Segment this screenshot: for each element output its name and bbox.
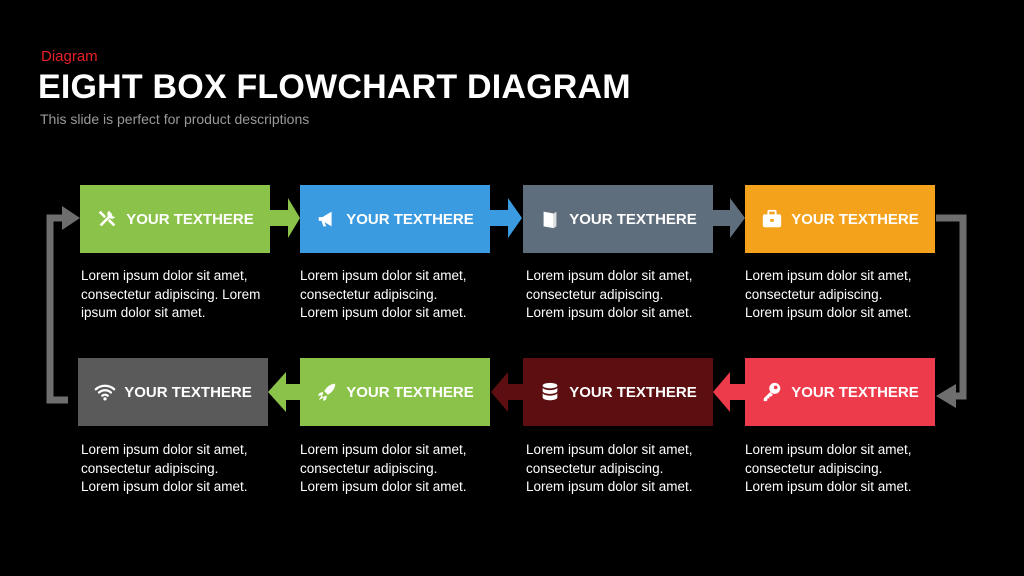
- flow-box-8-label: YOUR TEXTHERE: [124, 383, 252, 401]
- slide-category-tag: Diagram: [41, 48, 98, 65]
- arrow-box6-to-box7: [491, 372, 523, 412]
- flow-box-6-description: Lorem ipsum dolor sit amet, consectetur …: [526, 442, 693, 494]
- rocket-icon: [316, 381, 338, 403]
- flow-box-3-description: Lorem ipsum dolor sit amet, consectetur …: [526, 268, 693, 320]
- flow-box-6[interactable]: YOUR TEXTHERE: [523, 358, 713, 426]
- database-icon: [539, 381, 561, 403]
- loop-arrowhead-right: [936, 384, 956, 408]
- wifi-icon: [94, 381, 116, 403]
- flow-box-4[interactable]: YOUR TEXTHERE: [745, 185, 935, 253]
- arrow-box2-to-box3: [490, 198, 522, 238]
- key-icon: [761, 381, 783, 403]
- flow-box-4-label: YOUR TEXTHERE: [791, 210, 919, 228]
- flow-box-1-label: YOUR TEXTHERE: [126, 210, 254, 228]
- flow-box-4-description: Lorem ipsum dolor sit amet, consectetur …: [745, 268, 912, 320]
- flow-box-3[interactable]: YOUR TEXTHERE: [523, 185, 713, 253]
- flow-box-7-description: Lorem ipsum dolor sit amet, consectetur …: [300, 442, 467, 494]
- slide-title: EIGHT BOX FLOWCHART DIAGRAM: [38, 68, 631, 106]
- loop-arrowhead-left: [62, 206, 80, 230]
- flow-box-7-label: YOUR TEXTHERE: [346, 383, 474, 401]
- flow-box-2[interactable]: YOUR TEXTHERE: [300, 185, 490, 253]
- flow-box-3-label: YOUR TEXTHERE: [569, 210, 697, 228]
- flow-box-8-description: Lorem ipsum dolor sit amet, consectetur …: [81, 442, 248, 494]
- arrow-box3-to-box4: [712, 198, 745, 238]
- flow-box-1[interactable]: YOUR TEXTHERE: [80, 185, 270, 253]
- flow-box-7[interactable]: YOUR TEXTHERE: [300, 358, 490, 426]
- tools-icon: [96, 208, 118, 230]
- arrow-box5-to-box6: [713, 372, 745, 412]
- flow-box-1-description: Lorem ipsum dolor sit amet, consectetur …: [81, 268, 261, 320]
- flow-box-2-label: YOUR TEXTHERE: [346, 210, 474, 228]
- flow-box-2-description: Lorem ipsum dolor sit amet, consectetur …: [300, 268, 467, 320]
- briefcase-icon: [761, 208, 783, 230]
- flow-box-8[interactable]: YOUR TEXTHERE: [78, 358, 268, 426]
- book-icon: [539, 208, 561, 230]
- flow-box-5[interactable]: YOUR TEXTHERE: [745, 358, 935, 426]
- megaphone-icon: [316, 208, 338, 230]
- slide-subtitle: This slide is perfect for product descri…: [40, 111, 310, 127]
- arrow-box1-to-box2: [270, 198, 300, 238]
- flow-box-5-label: YOUR TEXTHERE: [791, 383, 919, 401]
- flow-box-5-description: Lorem ipsum dolor sit amet, consectetur …: [745, 442, 912, 494]
- loop-connector-left: [46, 214, 68, 404]
- flow-box-6-label: YOUR TEXTHERE: [569, 383, 697, 401]
- arrow-box7-to-box8: [268, 372, 300, 412]
